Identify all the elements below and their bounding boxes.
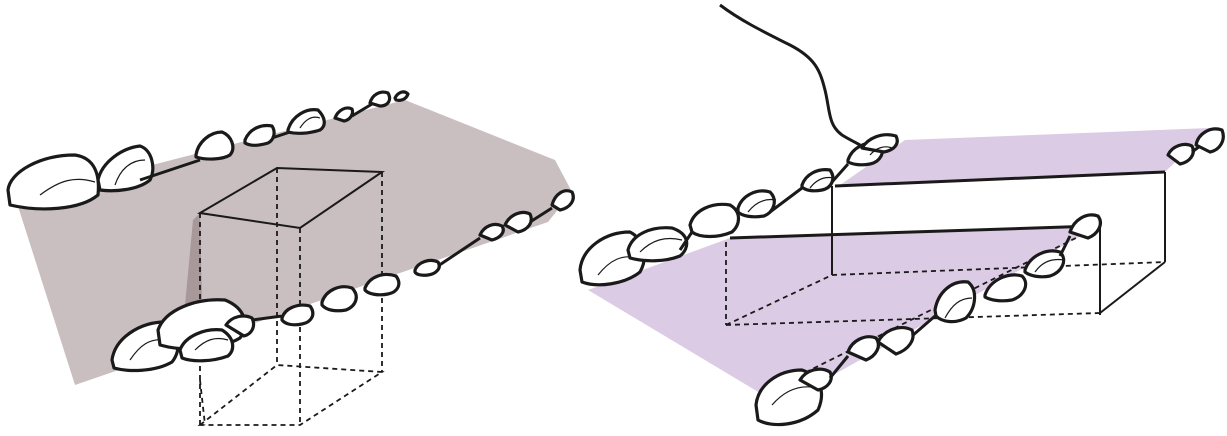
rock (628, 228, 687, 261)
rock (98, 146, 153, 191)
left-box-bottom (200, 365, 382, 425)
rock (335, 108, 353, 121)
rock (196, 132, 233, 159)
rock (862, 135, 897, 152)
rock (245, 126, 274, 146)
right-panel (580, 5, 1223, 425)
rock (288, 110, 324, 134)
drawn-line (720, 5, 860, 145)
rock (8, 155, 98, 209)
rock (370, 92, 390, 106)
rock (395, 92, 408, 100)
rock (690, 204, 739, 236)
left-panel (8, 92, 573, 425)
left-inclined-plane (16, 100, 572, 385)
right-box-edge (1100, 262, 1165, 313)
